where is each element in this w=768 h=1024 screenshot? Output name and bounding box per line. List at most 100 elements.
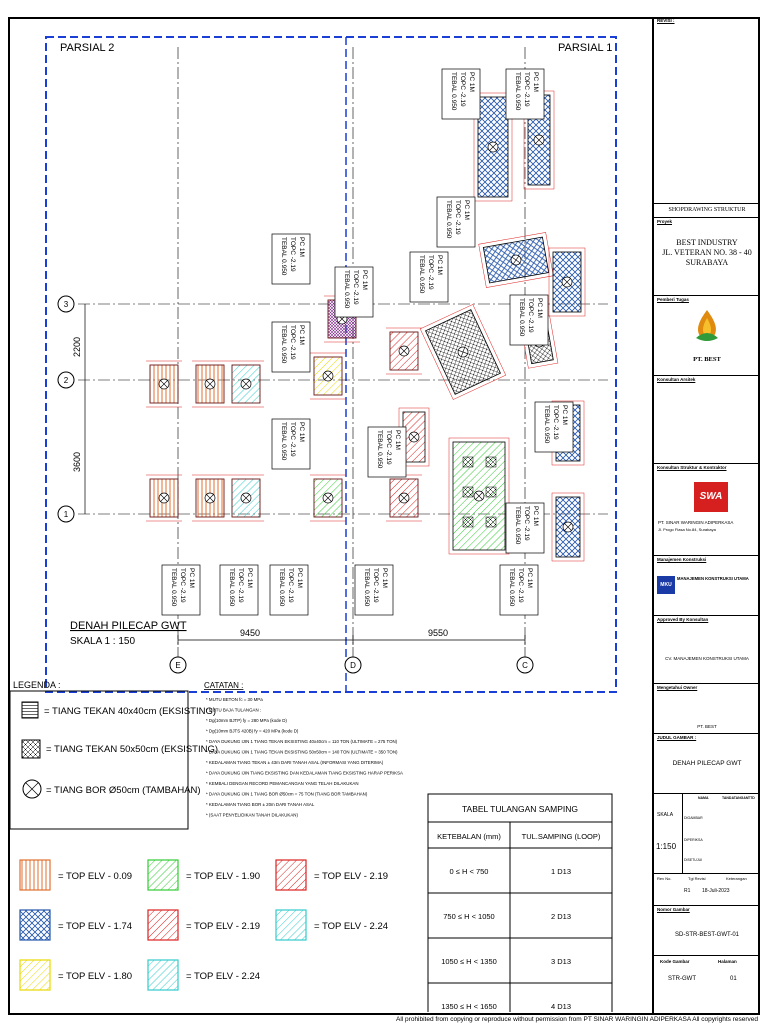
elevation-label: = TOP ELV - 1.90 [186,871,260,882]
pilecap-outline [448,437,510,555]
kode-cell: Kode Gambar Halaman STR-GWT 01 [654,956,760,1015]
elevation-legend: = TOP ELV - 0.09 = TOP ELV - 1.90 = TOP EL… [19,859,388,991]
pile-cross [535,136,543,144]
pc-label-text: PC 1M [361,270,368,290]
sign-header-tgl: TTD [748,796,755,800]
pilecap-group [548,247,586,317]
pilecap-outline [195,364,225,404]
pilecap-outline [231,478,261,518]
note-line: * Dg(10mm BJTP) fy = 280 MPa (kode D) [206,718,287,723]
pc-label-text: PC 1M [246,568,253,588]
copyright-footer: All prohibited from copying or reproduce… [396,1016,758,1023]
svg-text:2: 2 [64,376,69,385]
pc-label-text: TEBAL 0.950 [278,568,285,607]
table-cell: 1 D13 [551,867,571,876]
title-block: REVISI : SHOPDRAWING STRUKTUR Proyek BES… [652,17,760,1015]
legend-box [9,690,189,830]
mk-name: MANAJEMEN KONSTRUKSI UTAMA [677,576,749,581]
pile-cross [324,494,332,502]
pile-cross [400,347,408,355]
halaman-value: 01 [730,976,737,982]
konsultan-arsitek-cell: Konsultan Arsitek [654,376,760,464]
pc-label-box [271,418,311,470]
table-cell: 1350 ≤ H < 1650 [441,1002,497,1011]
pilecap-outline [195,478,225,518]
pc-label-text: PC 1M [188,568,195,588]
table-cell: 4 D13 [551,1002,571,1011]
pc-label-text: TOPC -2.19 [287,568,294,603]
drawing-type: SHOPDRAWING STRUKTUR [668,207,746,213]
pc-label-text: PC 1M [536,298,543,318]
skala-value: 1:150 [656,842,677,851]
owner-name: PT. BEST [693,356,721,363]
pile-cross [242,380,250,388]
pilecap-outline [389,331,419,371]
elevation-label: = TOP ELV - 1.80 [58,971,132,982]
pc-label-box [271,321,311,373]
drawing-sheet [8,17,760,1015]
note-line: * MUTU BETON fc = 30 MPa [206,697,263,702]
note-line: * DAYA DUKUNG IJIN 1 TIANG TEKAN EKSISTI… [206,750,398,755]
contractor-cell: Konsultan Struktur & Kontraktor SWA PT. … [654,464,760,556]
pc-label-text: PC 1M [436,255,443,275]
pc-label-text: TOPC -2.19 [179,568,186,603]
note-line: * DAYA DUKUNG IJIN 1 TIANG TEKAN EKSISTI… [206,739,398,744]
mk-cell: Manajemen Konstruksi MKU MANAJEMEN KONST… [654,556,760,616]
dim-v-top: 2200 [72,337,82,357]
parsial-1-label: PARSIAL 1 [558,42,612,54]
pc-label-text: TOPC -2.19 [523,506,530,541]
pc-label-text: TOPC -2.19 [517,568,524,603]
pc-label-text: TEBAL 0.950 [514,72,521,111]
pilecaps-right [398,90,586,562]
rev-no: R1 [684,888,691,894]
mk-logo: MKU [657,576,675,594]
pc-label-text: PC 1M [561,405,568,425]
pc-label-text: TEBAL 0.950 [280,325,287,364]
svg-text:1: 1 [64,510,69,519]
pc-label-box [334,266,374,318]
pile-cross [400,494,408,502]
note-line: * KEDALAMAN TIANG BOR ± 20m DARI TANAH A… [206,802,315,807]
pile-cross [160,494,168,502]
pc-label-text: TEBAL 0.950 [518,298,525,337]
pc-label-text: TOPC -2.19 [523,72,530,107]
nomor-gambar: SD-STR-BEST-GWT-01 [674,932,739,938]
pc-label-box [219,564,259,616]
judul-label: JUDUL GAMBAR : [657,735,697,740]
pc-label-text: TOPC -2.19 [289,325,296,360]
pc-label-box [271,233,311,285]
existing-pile [462,486,474,498]
pilecap-group [419,304,507,400]
note-line: * DAYA DUKUNG IJIN TIANG EKSISTING DAN K… [206,771,403,776]
pc-label-text: TOPC -2.19 [552,405,559,440]
pile-cross [324,372,332,380]
plan-scale: SKALA 1 : 150 [70,636,135,647]
pc-label-text: TEBAL 0.950 [343,270,350,309]
legend-tiang-40-icon [21,701,39,719]
sign-role-3: DISETUJUI [684,858,703,862]
pc-label-box [367,426,407,478]
judul-gambar: DENAH PILECAP GWT [672,760,742,767]
kode-label: Kode Gambar [660,959,690,964]
pilecap-outline [473,92,513,202]
pilecap-outline [478,232,554,288]
pile-cross [563,278,571,286]
contractor-name: PT. SINAR WARINGIN ADIPERKASA [658,520,734,525]
parsial-2-label: PARSIAL 2 [60,42,114,54]
note-line: * KEMBALI DENGAN RECORD PEMANCANGAN YANG… [206,781,359,786]
svg-text:D: D [350,661,356,670]
pc-label-text: TOPC -2.19 [352,270,359,305]
legend-tiang-50-label: = TIANG TEKAN 50x50cm (EKSISTING) [46,744,218,755]
approved-name: CV. MANAJEMEN KONSTRUKSI UTAMA [665,656,749,661]
elevation-label: = TOP ELV - 0.09 [58,871,132,882]
pc-label-text: PC 1M [296,568,303,588]
dim-right-span: 9550 [428,628,448,638]
table-cell: 3 D13 [551,957,571,966]
pc-label-text: PC 1M [394,430,401,450]
revisi-cell: REVISI : [654,17,760,204]
